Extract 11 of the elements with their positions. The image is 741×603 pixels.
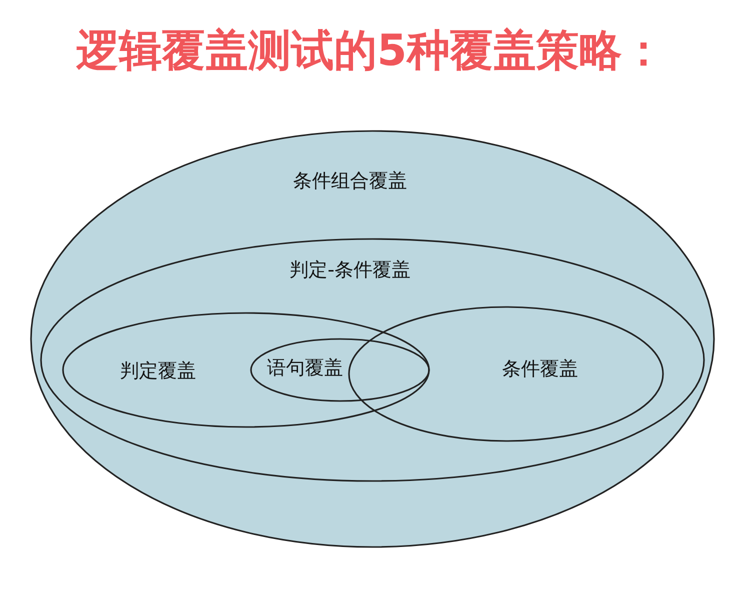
ellipse-region	[40, 238, 705, 482]
region-label: 语句覆盖	[267, 356, 343, 381]
region-label: 判定覆盖	[120, 359, 196, 384]
region-label: 条件覆盖	[502, 357, 578, 382]
ellipse-region	[62, 312, 430, 428]
ellipse-region	[250, 338, 430, 402]
region-label: 条件组合覆盖	[293, 169, 407, 194]
title: 逻辑覆盖测试的5种覆盖策略：	[75, 25, 666, 78]
ellipse-region	[30, 130, 715, 548]
region-label: 判定-条件覆盖	[290, 258, 410, 283]
ellipse-region	[348, 306, 664, 442]
